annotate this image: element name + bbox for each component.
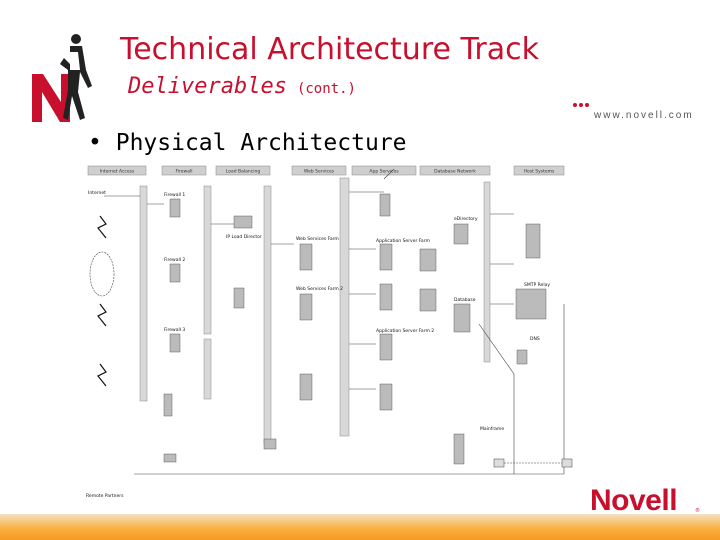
node-firewall-1: Firewall 1 (164, 192, 185, 198)
header-firewall: Firewall (176, 169, 193, 175)
node-dns: DNS (530, 336, 540, 342)
node-database: Database (454, 297, 476, 303)
node-web-services-1: Web Services Farm (296, 236, 339, 242)
node-web-services-2: Web Services Farm 2 (296, 286, 343, 292)
node-firewall-2: Firewall 2 (164, 257, 185, 263)
node-lb-director: IP Load Director (226, 234, 262, 240)
novell-logo-n-icon (32, 34, 92, 122)
subtitle-suffix: (cont.) (296, 81, 356, 97)
bullet-item: • Physical Architecture (88, 130, 407, 156)
page-title: Technical Architecture Track (120, 32, 539, 67)
bullet-text: Physical Architecture (115, 130, 407, 156)
node-firewall-3: Firewall 3 (164, 327, 185, 333)
server-racks (163, 193, 547, 465)
header-app-services: App Services (369, 169, 399, 175)
header-web-services: Web Services (304, 169, 335, 175)
footer-bar (0, 514, 720, 540)
page-subtitle: Deliverables (cont.) (128, 74, 356, 99)
node-mainframe: Mainframe (480, 426, 504, 432)
node-edirectory: eDirectory (454, 216, 478, 222)
dots-icon (573, 103, 589, 107)
node-remote-partners: Remote Partners (86, 493, 124, 499)
column-headers: Internet Access Firewall Load Balancing … (87, 165, 565, 176)
node-smtp: SMTP Relay (524, 282, 550, 288)
network-links (104, 168, 565, 475)
header-internet-access: Internet Access (100, 169, 135, 175)
node-internet: Internet (88, 190, 106, 196)
node-app-server-1: Application Server Farm (376, 238, 430, 244)
wan-section (493, 458, 573, 468)
header-host-systems: Host Systems (524, 169, 555, 175)
internet-cloud-icon (89, 251, 115, 297)
trademark-symbol: ® (695, 508, 700, 514)
header-database-network: Database Network (434, 169, 476, 175)
architecture-diagram: Internet Access Firewall Load Balancing … (86, 165, 573, 499)
website-url: www.novell.com (594, 110, 694, 121)
bullet-icon: • (88, 130, 102, 156)
lightning-links (97, 215, 107, 387)
subtitle-text: Deliverables (128, 74, 287, 99)
header-load-balancing: Load Balancing (226, 169, 261, 175)
network-backbones (139, 177, 491, 445)
novell-brand-logo: Novell (590, 484, 678, 517)
node-app-server-2: Application Server Farm 2 (376, 328, 434, 334)
